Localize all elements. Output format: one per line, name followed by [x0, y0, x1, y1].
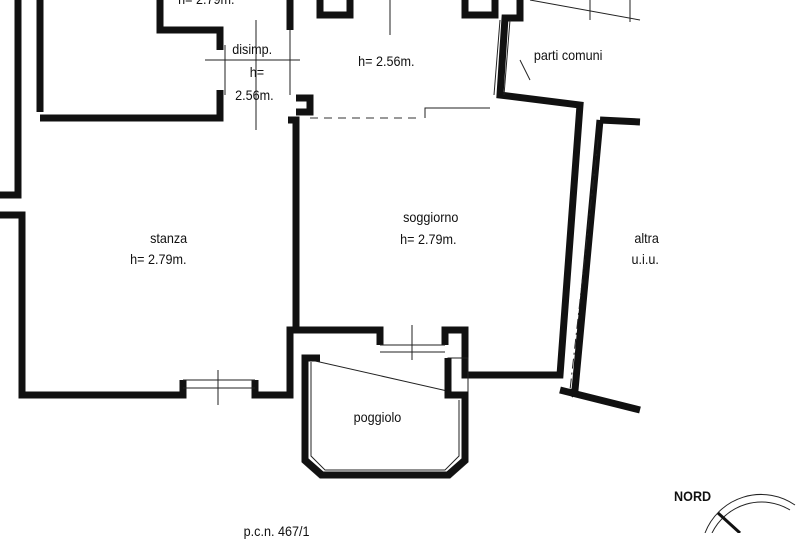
balcony: [301, 354, 469, 479]
compass-label: NORD: [674, 488, 712, 504]
soggiorno-height: h= 2.79m.: [400, 231, 457, 247]
uiu-label: u.i.u.: [631, 251, 659, 267]
ingresso-height: h= 2.56m.: [358, 53, 415, 69]
altra-label: altra: [634, 230, 659, 246]
stanza-height: h= 2.79m.: [130, 251, 187, 267]
disimpegno-height-value: 2.56m.: [235, 87, 274, 103]
poggiolo-label: poggiolo: [353, 409, 402, 425]
soggiorno-label: soggiorno: [403, 209, 459, 225]
parcel-label: p.c.n. 467/1: [243, 523, 310, 539]
walls: [0, 0, 641, 414]
stanza-label: stanza: [150, 230, 188, 246]
compass-rose: [704, 493, 796, 533]
thin-lines: [183, 0, 641, 405]
disimpegno-label: disimp.: [232, 41, 273, 57]
parti-comuni-label: parti comuni: [533, 47, 603, 63]
room-height-top-left: h= 2.79m.: [178, 0, 234, 8]
disimpegno-height-label: h=: [249, 64, 265, 80]
